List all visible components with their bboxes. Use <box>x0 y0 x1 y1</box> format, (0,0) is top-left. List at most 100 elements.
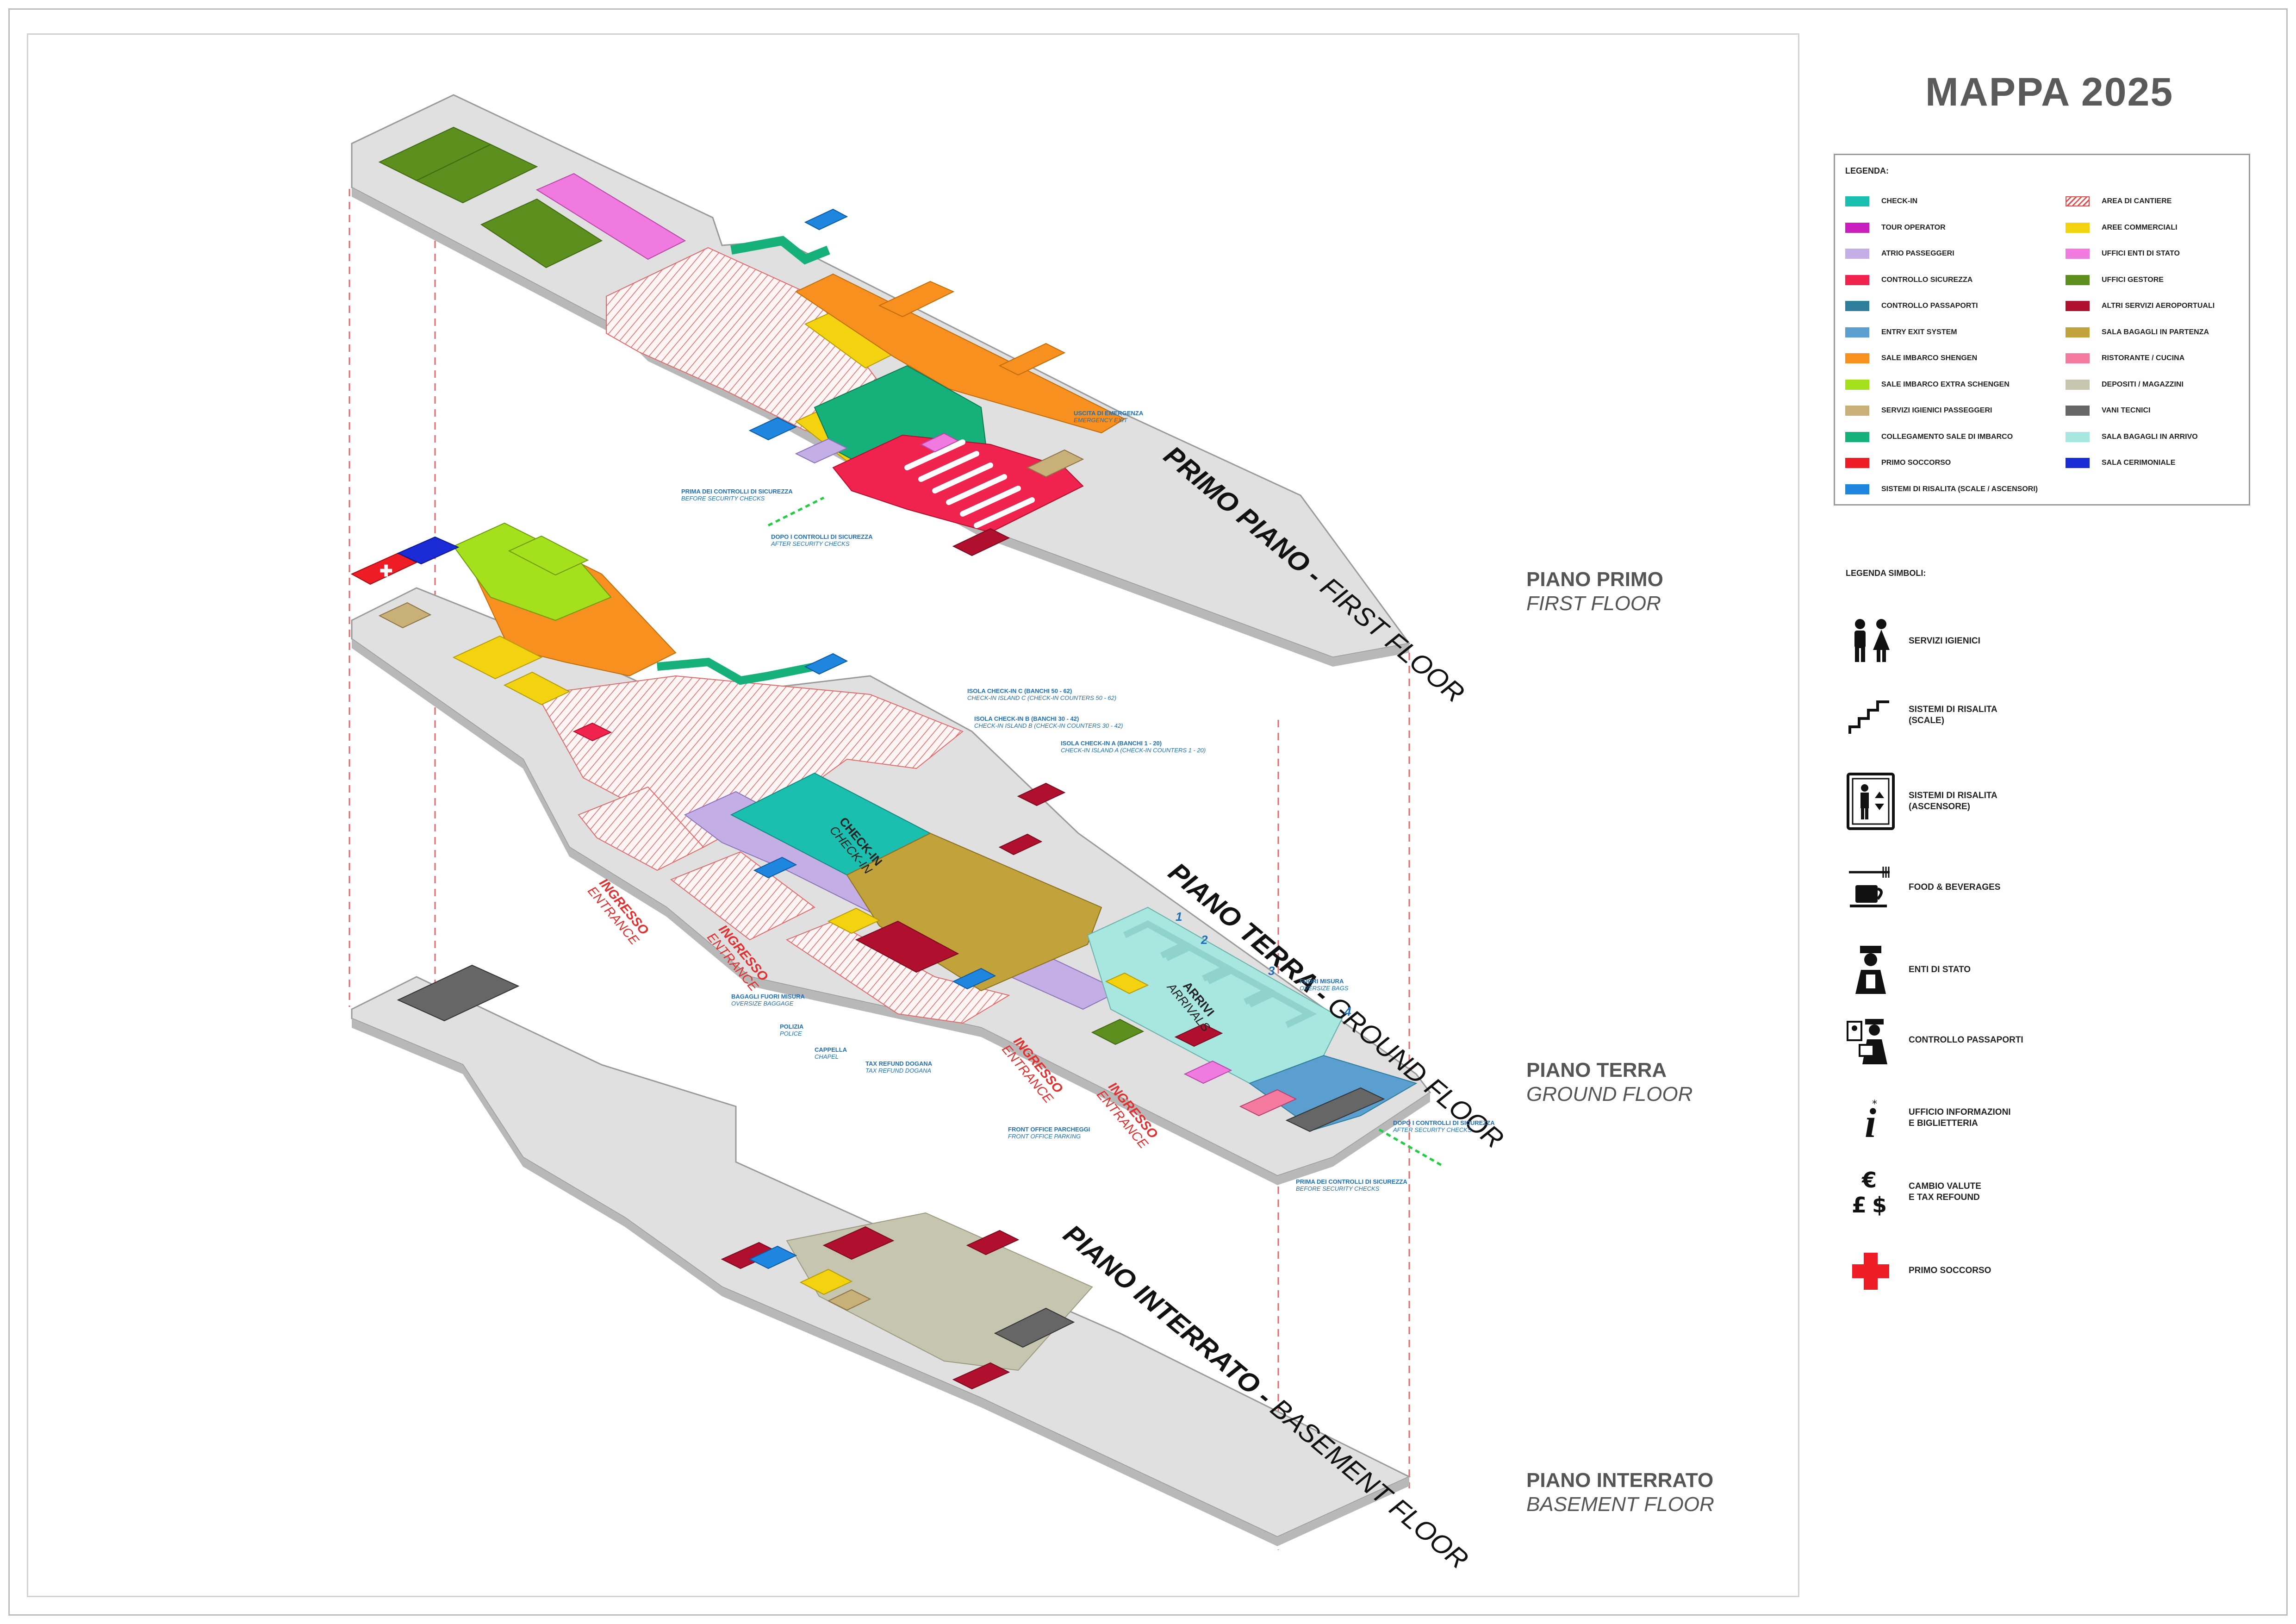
legend-swatch <box>1845 458 1869 468</box>
legend-label: UFFICI ENTI DI STATO <box>2102 250 2180 258</box>
legend-swatch <box>1845 222 1869 233</box>
legend-swatch <box>2066 353 2090 364</box>
first-state-offices <box>535 173 686 260</box>
legend-label: CONTROLLO SICUREZZA <box>1881 275 1973 284</box>
legend-swatch <box>2066 431 2090 442</box>
gate-number: 3 <box>1268 964 1275 978</box>
legend-swatch <box>2066 458 2090 468</box>
gate-number: 1 <box>1176 910 1182 924</box>
legend-swatch <box>1845 353 1869 364</box>
svg-text:i: i <box>1865 1100 1876 1143</box>
legend-label: SALA CERIMONIALE <box>2102 459 2176 467</box>
first-schengen-gates <box>795 273 1126 434</box>
symbol-legend-item: SERVIZI IGIENICI <box>1843 611 2047 671</box>
legend-swatch <box>2066 327 2090 337</box>
legend-swatch <box>1845 275 1869 285</box>
legend-title: LEGENDA: <box>1845 166 1889 175</box>
symbol-legend-item: €£$ CAMBIO VALUTE E TAX REFOUND <box>1843 1162 2047 1222</box>
symbol-legend-item: SISTEMI DI RISALITA (ASCENSORE) <box>1843 771 2047 831</box>
legend-label: SERVIZI IGIENICI PASSEGGERI <box>1881 406 1992 415</box>
first-floor-construction-area <box>606 247 885 431</box>
legend-item: AREA DI CANTIERE <box>2066 188 2215 215</box>
symbol-legend-label: SISTEMI DI RISALITA (SCALE) <box>1909 705 1997 725</box>
legend-item: CHECK-IN <box>1845 188 2038 215</box>
currency-icon: €£$ <box>1843 1162 1898 1222</box>
ground-ceremonial <box>397 536 460 565</box>
symbol-legend-label: CAMBIO VALUTE E TAX REFOUND <box>1909 1181 1981 1202</box>
legend-item: SALE IMBARCO SHENGEN <box>1845 345 2038 372</box>
map-title: MAPPA 2025 <box>1925 70 2174 114</box>
isometric-floor-map[interactable]: ✚ <box>0 0 1800 1624</box>
legend-item: AREE COMMERCIALI <box>2066 215 2215 241</box>
legend-label: RISTORANTE / CUCINA <box>2102 354 2185 362</box>
legend-label: SALE IMBARCO SHENGEN <box>1881 354 1978 362</box>
food-icon <box>1843 857 1898 918</box>
legend-label: SALE IMBARCO EXTRA SCHENGEN <box>1881 380 2010 388</box>
legend-label: CHECK-IN <box>1881 197 1918 206</box>
svg-text:✚: ✚ <box>380 562 393 580</box>
svg-text:*: * <box>1872 1099 1877 1110</box>
legend-swatch <box>2066 249 2090 259</box>
legend-swatch <box>1845 406 1869 416</box>
legend-label: VANI TECNICI <box>2102 406 2151 415</box>
legend-label: SALA BAGAGLI IN ARRIVO <box>2102 432 2198 441</box>
legend-label: TOUR OPERATOR <box>1881 223 1946 231</box>
passport-control-icon <box>1843 1010 1898 1070</box>
svg-text:£: £ <box>1852 1193 1867 1218</box>
officer-icon <box>1843 940 1898 1000</box>
legend-item: UFFICI GESTORE <box>2066 267 2215 294</box>
info-icon: i* <box>1843 1088 1898 1148</box>
symbol-legend-label: ENTI DI STATO <box>1909 965 1971 974</box>
legend-swatch <box>1845 327 1869 337</box>
legend-label: SALA BAGAGLI IN PARTENZA <box>2102 328 2209 336</box>
legend-swatch <box>2066 406 2090 416</box>
first-aid-icon <box>1843 1241 1898 1301</box>
legend-label: AREE COMMERCIALI <box>2102 223 2178 231</box>
checkin-island-c-note: ISOLA CHECK-IN C (BANCHI 50 - 62)CHECK-I… <box>967 687 1117 701</box>
ground-first-aid <box>350 552 418 585</box>
gate-number: 2 <box>1201 933 1208 947</box>
legend-label: ENTRY EXIT SYSTEM <box>1881 328 1957 336</box>
symbol-legend-item: CONTROLLO PASSAPORTI <box>1843 1010 2047 1070</box>
legend-label: ALTRI SERVIZI AEROPORTUALI <box>2102 302 2215 310</box>
symbol-legend-title: LEGENDA SIMBOLI: <box>1846 568 1926 578</box>
basement-technical-room <box>397 964 520 1022</box>
stairs-icon <box>1843 685 1898 745</box>
checkin-island-a-note: ISOLA CHECK-IN A (BANCHI 1 - 20)CHECK-IN… <box>1061 740 1206 754</box>
first-floor-security-divider <box>767 496 825 527</box>
legend-item: COLLEGAMENTO SALE DI IMBARCO <box>1845 424 2038 450</box>
symbol-legend-item: PRIMO SOCCORSO <box>1843 1241 2047 1301</box>
legend-label: DEPOSITI / MAGAZZINI <box>2102 380 2184 388</box>
symbol-legend-label: PRIMO SOCCORSO <box>1909 1266 1991 1275</box>
legend-item: SISTEMI DI RISALITA (SCALE / ASCENSORI) <box>1845 476 2038 503</box>
legend-label: COLLEGAMENTO SALE DI IMBARCO <box>1881 432 2013 441</box>
legend-label: SISTEMI DI RISALITA (SCALE / ASCENSORI) <box>1881 485 2038 493</box>
symbol-legend-item: ENTI DI STATO <box>1843 940 2047 1000</box>
legend-swatch <box>1845 249 1869 259</box>
ground-departure-baggage <box>846 832 1102 992</box>
svg-text:$: $ <box>1872 1193 1887 1218</box>
page-border <box>8 8 2288 1616</box>
legend-swatch <box>1845 484 1869 494</box>
legend-item: CONTROLLO SICUREZZA <box>1845 267 2038 294</box>
legend-swatch <box>1845 301 1869 312</box>
legend-label: AREA DI CANTIERE <box>2102 197 2172 206</box>
legend-swatch <box>1845 431 1869 442</box>
legend-swatch <box>2066 275 2090 285</box>
legend-label: PRIMO SOCCORSO <box>1881 459 1951 467</box>
svg-text:€: € <box>1861 1168 1877 1193</box>
legend-item: UFFICI ENTI DI STATO <box>2066 241 2215 267</box>
legend-swatch <box>2066 301 2090 312</box>
